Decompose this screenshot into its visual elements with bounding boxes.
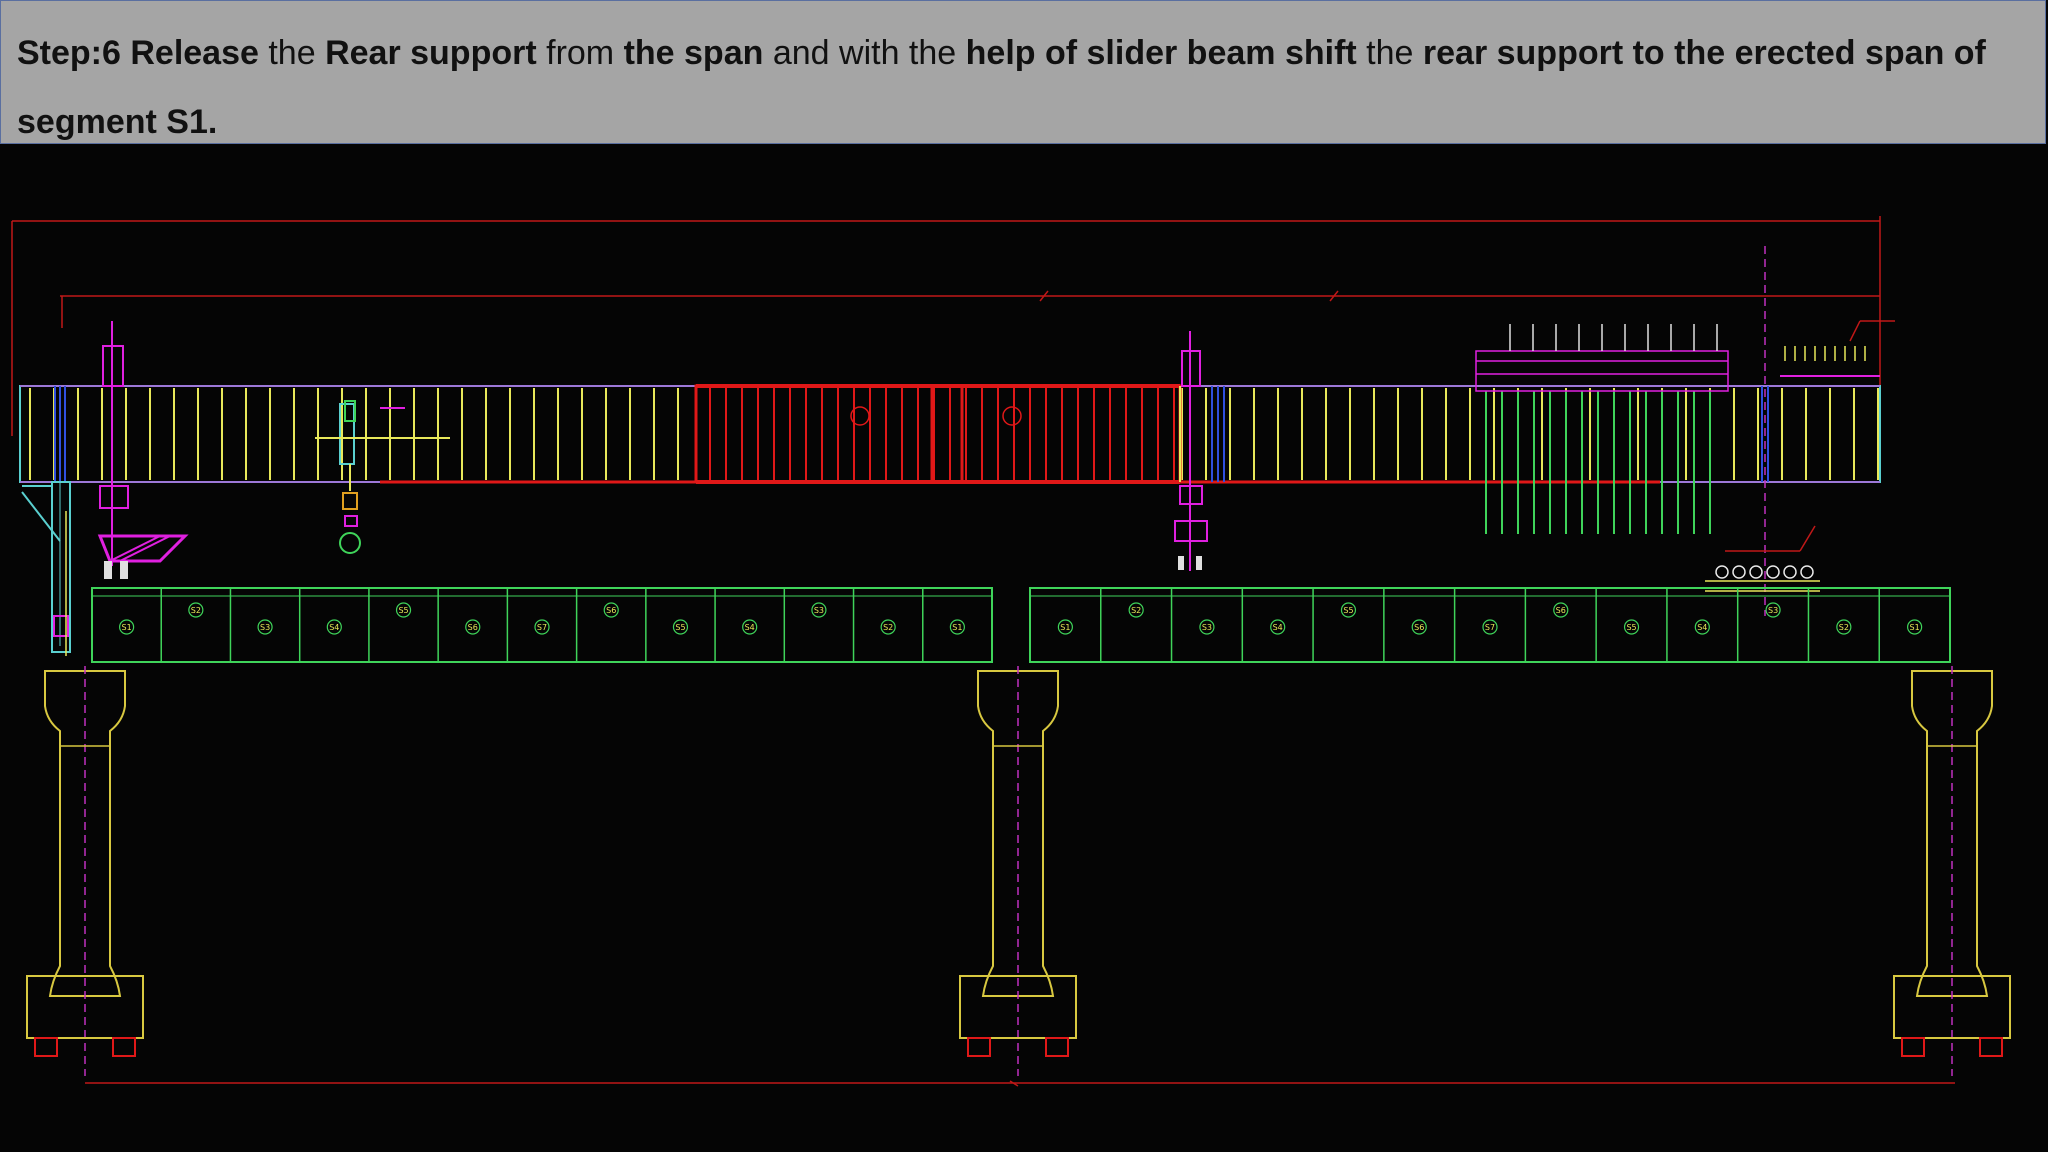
segment-label: S1 <box>952 623 962 632</box>
segment-label: S3 <box>260 623 270 632</box>
caption-part: the <box>1356 34 1423 72</box>
launching-girder <box>19 384 1881 484</box>
dimension-lines <box>11 216 1955 1087</box>
segment-label: S5 <box>398 606 408 615</box>
segment-label: S2 <box>1131 606 1141 615</box>
segment-label: S7 <box>537 623 547 632</box>
hanging-rods <box>1485 391 1711 534</box>
segment-label: S7 <box>1485 623 1495 632</box>
caption-part: Rear support <box>325 34 537 72</box>
caption-part: the <box>258 34 326 72</box>
red-module <box>380 384 1660 484</box>
caption-part: Step:6 Release <box>17 34 259 72</box>
right-tail <box>1780 320 1895 377</box>
segment-label: S3 <box>1202 623 1212 632</box>
caption-part: help of slider beam shift <box>965 34 1357 72</box>
caption-part: rear support to the erected span of segm… <box>17 34 1986 141</box>
segment-label: S4 <box>1697 623 1707 632</box>
segment-label: S4 <box>329 623 339 632</box>
rear-support-assembly <box>21 321 189 656</box>
segment-label: S4 <box>745 623 755 632</box>
blue-bands <box>54 386 1769 482</box>
segment-label: S3 <box>814 606 824 615</box>
step-caption-text: Step:6 Release the Rear support from the… <box>17 19 2045 157</box>
segment-label: S1 <box>122 623 132 632</box>
girder-verticals <box>29 388 1879 480</box>
caption-part: from <box>536 34 624 72</box>
jack-pins <box>1509 324 1718 351</box>
segment-label: S2 <box>883 623 893 632</box>
segment-label: S2 <box>1839 623 1849 632</box>
lifting-trolley <box>315 400 450 554</box>
right-jack-unit <box>1705 525 1820 592</box>
caption-part: and with the <box>763 34 966 72</box>
segment-label: S5 <box>675 623 685 632</box>
jack-wheels <box>1715 565 1814 579</box>
segment-label: S5 <box>1343 606 1353 615</box>
middle-support-assembly <box>1174 331 1208 571</box>
segment-label: S6 <box>1414 623 1424 632</box>
segment-label: S4 <box>1273 623 1283 632</box>
segment-label: S6 <box>1556 606 1566 615</box>
red-module-verticals <box>709 388 1175 480</box>
segment-label: S6 <box>468 623 478 632</box>
segment-label: S6 <box>606 606 616 615</box>
piers <box>26 666 2011 1076</box>
segment-label: S2 <box>191 606 201 615</box>
segment-label: S3 <box>1768 606 1778 615</box>
step-caption: Step:6 Release the Rear support from the… <box>0 0 2046 144</box>
segment-label: S5 <box>1626 623 1636 632</box>
caption-part: the span <box>623 34 764 72</box>
segment-label: S1 <box>1060 623 1070 632</box>
segment-label: S1 <box>1910 623 1920 632</box>
